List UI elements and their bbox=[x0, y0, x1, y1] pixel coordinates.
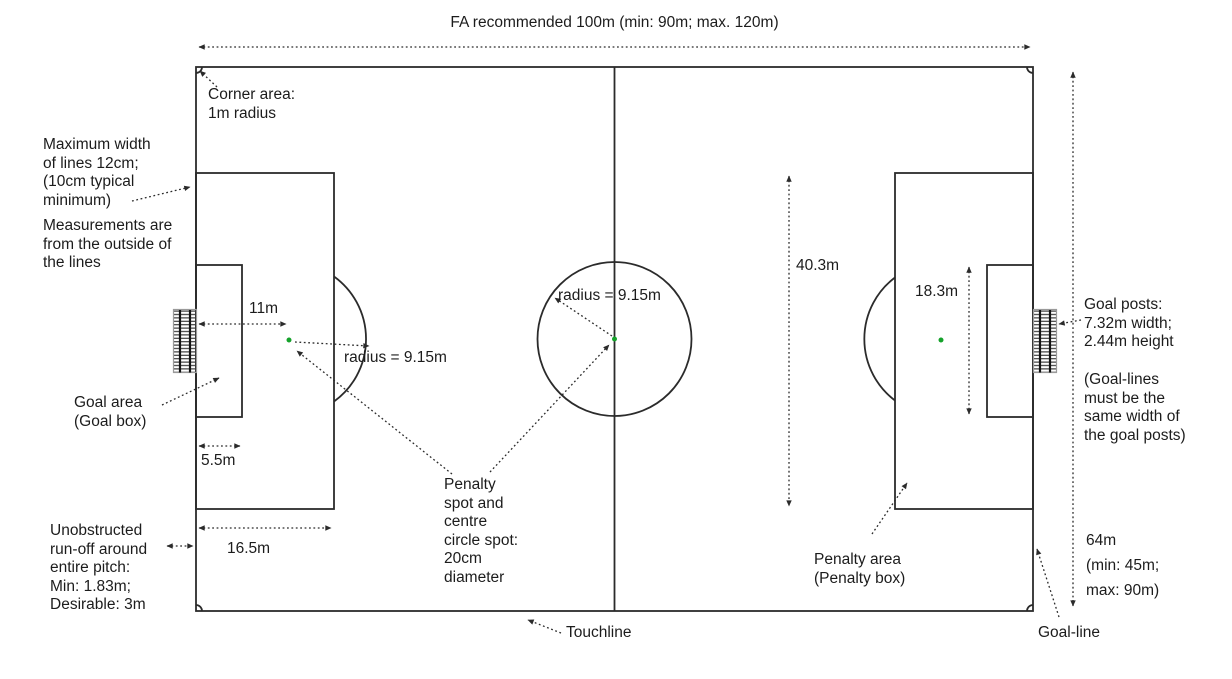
penalty-spot-distance-label: 11m bbox=[249, 300, 279, 317]
max-line-width-label: Maximum width of lines 12cm; (10cm typic… bbox=[43, 136, 151, 209]
page-title: FA recommended 100m (min: 90m; max. 120m… bbox=[450, 14, 779, 31]
right-penalty-area-box bbox=[894, 172, 1034, 510]
goal-area-label: Goal area (Goal box) bbox=[74, 394, 147, 430]
goal-line-label: Goal-line bbox=[1038, 624, 1101, 641]
touchline-label: Touchline bbox=[566, 624, 632, 641]
left-goal-area-box bbox=[195, 264, 243, 418]
centre-circle-radius-label: radius = 9.15m bbox=[558, 287, 661, 304]
arrow-goal-area bbox=[161, 377, 220, 406]
arrow-goal-posts-label bbox=[1058, 319, 1082, 326]
arrow-touchline-label bbox=[527, 619, 562, 634]
penalty-arc-radius-label: radius = 9.15m bbox=[344, 349, 447, 366]
corner-arc-bottom-left bbox=[195, 604, 203, 612]
right-goal bbox=[1032, 308, 1058, 374]
centre-circle bbox=[536, 261, 693, 417]
goal-lines-note-label: (Goal-lines must be the same width of th… bbox=[1084, 371, 1186, 444]
arrow-penalty-arc-radius bbox=[294, 341, 370, 349]
arrow-goal-line-label bbox=[1036, 548, 1060, 618]
arrow-corner-area bbox=[199, 70, 218, 88]
arrow-note-to-penalty-spot bbox=[296, 350, 453, 475]
penalty-area-label: Penalty area (Penalty box) bbox=[814, 551, 906, 587]
right-penalty-spot bbox=[938, 337, 944, 343]
penalty-spot-note-label: Penalty spot and centre circle spot: 20c… bbox=[444, 476, 519, 586]
measurements-note-label: Measurements are from the outside of the… bbox=[43, 217, 173, 271]
goal-area-length-label: 18.3m bbox=[915, 283, 959, 300]
arrow-penalty-area-label bbox=[871, 482, 908, 535]
goal-posts-label: Goal posts: 7.32m width; 2.44m height bbox=[1084, 296, 1174, 350]
left-penalty-arc bbox=[333, 275, 367, 403]
penalty-area-length-label: 40.3m bbox=[796, 257, 840, 274]
goal-area-depth-label: 5.5m bbox=[201, 452, 236, 469]
right-goal-area-box bbox=[986, 264, 1034, 418]
arrow-note-to-centre-spot bbox=[489, 344, 610, 473]
arrow-max-line-width bbox=[131, 185, 191, 202]
right-penalty-arc bbox=[863, 276, 896, 402]
centre-spot bbox=[612, 336, 617, 342]
left-penalty-spot bbox=[286, 337, 292, 343]
runoff-label: Unobstructed run-off around entire pitch… bbox=[50, 522, 148, 613]
corner-area-label: Corner area: 1m radius bbox=[208, 86, 296, 122]
penalty-area-depth-label: 16.5m bbox=[227, 540, 271, 557]
left-goal bbox=[172, 308, 198, 374]
pitch-width-label: 64m (min: 45m; max: 90m) bbox=[1086, 532, 1160, 599]
corner-arc-bottom-right bbox=[1026, 604, 1034, 612]
corner-arc-top-right bbox=[1026, 66, 1034, 74]
